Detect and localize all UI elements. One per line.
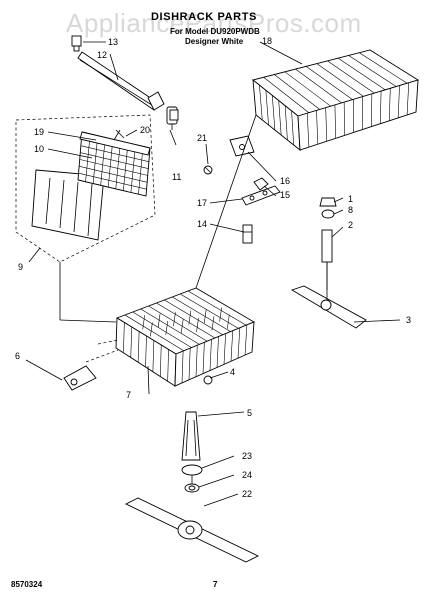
spray-tube-part-5 — [181, 411, 201, 461]
callout-1: 1 — [348, 194, 353, 204]
lower-spray-arm-part-22 — [124, 497, 260, 563]
page-number: 7 — [213, 580, 218, 589]
callout-9: 9 — [18, 262, 23, 272]
spray-arm-bracket-part-17 — [241, 185, 281, 206]
variant-label: Designer White — [185, 37, 244, 46]
watermark: AppliancePartsPros.com — [66, 8, 362, 38]
callout-7: 7 — [126, 390, 131, 400]
screw-part-21 — [203, 165, 213, 175]
model-line: For Model DU920PWDB — [170, 27, 260, 36]
callout-12: 12 — [97, 50, 107, 60]
lower-rack-part-7 — [115, 287, 256, 387]
bracket-part-16 — [229, 135, 255, 157]
seal-part-23 — [181, 464, 203, 476]
callout-17: 17 — [197, 198, 207, 208]
callout-22: 22 — [242, 489, 252, 499]
callout-5: 5 — [247, 408, 252, 418]
callout-10: 10 — [34, 144, 44, 154]
upper-spray-arm-part-3 — [290, 285, 367, 329]
callout-11: 11 — [172, 172, 181, 182]
cutlery-tray-assembly — [15, 114, 156, 263]
page-title: DISHRACK PARTS — [151, 11, 257, 23]
callout-6: 6 — [15, 351, 20, 361]
document-number: 8570324 — [11, 580, 43, 589]
washer-part-8 — [321, 209, 335, 219]
callout-19: 19 — [34, 127, 44, 137]
callout-15: 15 — [280, 190, 290, 200]
leader-lines — [25, 41, 401, 507]
callout-23: 23 — [242, 451, 252, 461]
callout-18: 18 — [262, 36, 272, 46]
rack-track-part-12 — [77, 51, 165, 111]
callout-3: 3 — [406, 315, 411, 325]
track-stop-part-11 — [166, 106, 179, 130]
callout-8: 8 — [348, 205, 353, 215]
nut-part-15 — [253, 177, 269, 191]
callout-13: 13 — [108, 37, 118, 47]
callout-4: 4 — [230, 367, 235, 377]
nut-part-1 — [319, 197, 337, 207]
callout-21: 21 — [197, 133, 207, 143]
callout-14: 14 — [197, 219, 207, 229]
clip-part-14 — [242, 224, 253, 244]
upper-rack-part-18 — [252, 49, 420, 151]
washer-part-24 — [184, 483, 200, 493]
track-end-cap-part-13 — [71, 35, 82, 52]
callout-2: 2 — [348, 220, 353, 230]
callout-16: 16 — [280, 176, 290, 186]
wheel-part-4 — [203, 375, 213, 385]
callout-labels: 1 2 3 4 5 6 7 8 9 10 11 12 13 14 15 16 1… — [15, 36, 411, 499]
callout-24: 24 — [242, 470, 252, 480]
rack-roller-part-6 — [63, 365, 97, 391]
callout-20: 20 — [140, 125, 150, 135]
